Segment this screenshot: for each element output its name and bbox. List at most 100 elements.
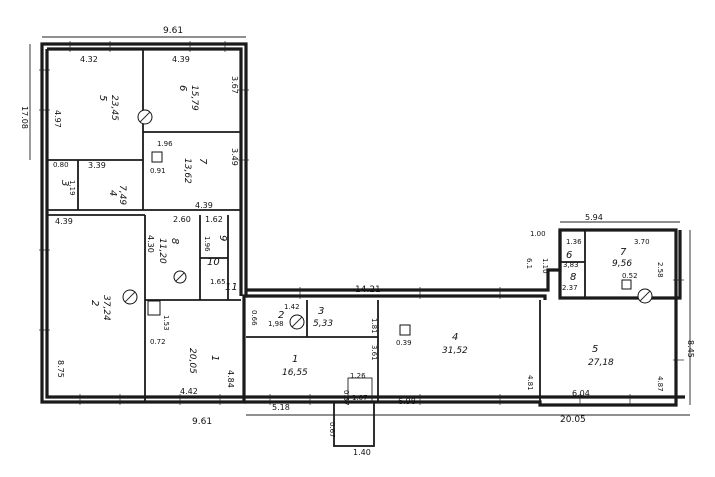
dim-room2-depth: 8.75 <box>56 360 65 378</box>
room-4-area: 7,49 <box>117 185 127 205</box>
left-interior-walls <box>47 49 241 402</box>
dimension-lines <box>29 36 691 416</box>
dim-small-room-width: 5.94 <box>585 213 603 222</box>
room-r6-number: 6 <box>566 250 572 261</box>
dim-4-81: 4.81 <box>526 375 534 391</box>
dim-corridor-width: 4.39 <box>195 201 213 210</box>
dim-left-height: 17.08 <box>20 106 29 129</box>
windows <box>39 41 684 405</box>
dim-1-36: 1.36 <box>566 238 582 246</box>
dim-1-96: 1.96 <box>157 140 173 148</box>
dim-1-96b: 1.96 <box>203 236 211 252</box>
dim-1-07: 1.07 <box>352 394 368 402</box>
room-r1-number: 1 <box>292 354 298 365</box>
dim-left-lower-width: 4.39 <box>55 217 73 226</box>
room-r5-number: 5 <box>592 344 598 355</box>
small-room-outline <box>558 230 682 300</box>
room-9-number: 9 <box>217 235 228 241</box>
dim-0-66: 0.66 <box>250 310 258 326</box>
room-r6-area: 3,83 <box>563 261 579 269</box>
room-10-number: 10 <box>207 257 220 268</box>
left-block-outline <box>40 42 248 404</box>
dim-3-70: 3.70 <box>634 238 650 246</box>
dim-0-67: 0.67 <box>328 422 336 438</box>
dim-1-40: 1.40 <box>353 448 371 457</box>
dim-room6-width: 4.39 <box>172 55 190 64</box>
dim-1-62: 1.62 <box>205 215 223 224</box>
room-3-area: 1,19 <box>68 180 76 196</box>
dim-room5-width: 4.32 <box>80 55 98 64</box>
room-8-number: 8 <box>169 238 180 244</box>
dim-bottom-left: 9.61 <box>192 417 212 427</box>
dim-bottom-right: 6.04 <box>572 389 590 398</box>
left-block-walls <box>40 42 248 404</box>
dim-1-53: 1.53 <box>162 315 170 331</box>
room-6-area: 15,79 <box>189 85 199 111</box>
dim-gallery-length: 14.21 <box>355 285 381 295</box>
labels: 9.61 4.32 4.39 3.67 17.08 4.97 5 23,45 6… <box>20 26 695 457</box>
room-r5-area: 27,18 <box>588 358 614 368</box>
dim-0-80: 0.80 <box>53 161 69 169</box>
dim-0-72: 0.72 <box>150 338 166 346</box>
room-r2-area: 1,98 <box>268 320 284 328</box>
dim-6-1: 6.1 <box>525 258 533 269</box>
room-r8-number: 8 <box>570 272 576 283</box>
dim-0-39: 0.39 <box>396 339 412 347</box>
room-7-area: 13,62 <box>182 158 192 184</box>
dim-2-37: 2.37 <box>562 284 578 292</box>
room-8-area: 11,20 <box>157 238 167 264</box>
dim-4-97: 4.97 <box>53 110 62 128</box>
stair-icon <box>147 300 161 316</box>
left-block-inner-line-2 <box>45 49 239 399</box>
room-r3-number: 3 <box>318 306 324 317</box>
room-r4-number: 4 <box>452 332 458 343</box>
dim-1-42: 1.42 <box>284 303 300 311</box>
dim-mid-height: 3.49 <box>230 148 239 166</box>
room-1-area: 20,05 <box>187 348 197 374</box>
room-r3-area: 5,33 <box>313 319 333 329</box>
dim-room1-width: 4.42 <box>180 387 198 396</box>
dim-4-87: 4.87 <box>656 376 664 392</box>
room-2-area: 37,24 <box>101 295 111 321</box>
right-interior-walls <box>246 230 586 447</box>
dim-2-58: 2.58 <box>656 262 664 278</box>
dim-4-84: 4.84 <box>226 370 235 388</box>
dim-3-61: 3.61 <box>370 345 378 361</box>
chimney-icon-2 <box>399 324 411 336</box>
fixtures <box>122 109 653 336</box>
dim-right-height: 8.45 <box>686 340 695 358</box>
room-r7-area: 9,56 <box>612 259 632 269</box>
dim-0-57: 0.57 <box>342 390 350 406</box>
chimney-icon <box>151 151 163 163</box>
room-11-number: 11 <box>225 282 238 293</box>
dim-bottom-mid: 5.18 <box>272 403 290 412</box>
chimney-icon-3 <box>621 279 632 290</box>
room-r7-number: 7 <box>620 247 627 258</box>
right-block-walls <box>239 228 685 407</box>
dim-1-10: 1.10 <box>541 258 549 274</box>
room-r1-area: 16,55 <box>282 368 308 378</box>
dim-0-52: 0.52 <box>622 272 638 280</box>
room-7-number: 7 <box>197 158 208 165</box>
dim-1-26: 1.26 <box>350 372 366 380</box>
room-3-number: 3 <box>59 180 70 186</box>
dim-bottom-mid2: 6.98 <box>398 397 416 406</box>
dim-right-height-top: 3.67 <box>230 76 239 94</box>
room-6-number: 6 <box>177 85 188 91</box>
dim-2-60: 2.60 <box>173 215 191 224</box>
left-block-inner-line <box>47 47 243 296</box>
room-1-number: 1 <box>209 355 220 361</box>
room-2-number: 2 <box>89 300 100 306</box>
dim-1-81: 1.81 <box>370 318 378 334</box>
room-r4-area: 31,52 <box>442 346 468 356</box>
dim-4-30: 4.30 <box>146 235 155 253</box>
dim-total-right: 20.05 <box>560 415 586 425</box>
dim-1-00: 1.00 <box>530 230 546 238</box>
entrance-porch <box>333 401 375 447</box>
room-5-area: 23,45 <box>109 95 119 121</box>
dim-3-39: 3.39 <box>88 161 106 170</box>
room-r2-number: 2 <box>278 310 284 321</box>
dim-1-65: 1.65 <box>210 278 226 286</box>
dim-0-91: 0.91 <box>150 167 166 175</box>
